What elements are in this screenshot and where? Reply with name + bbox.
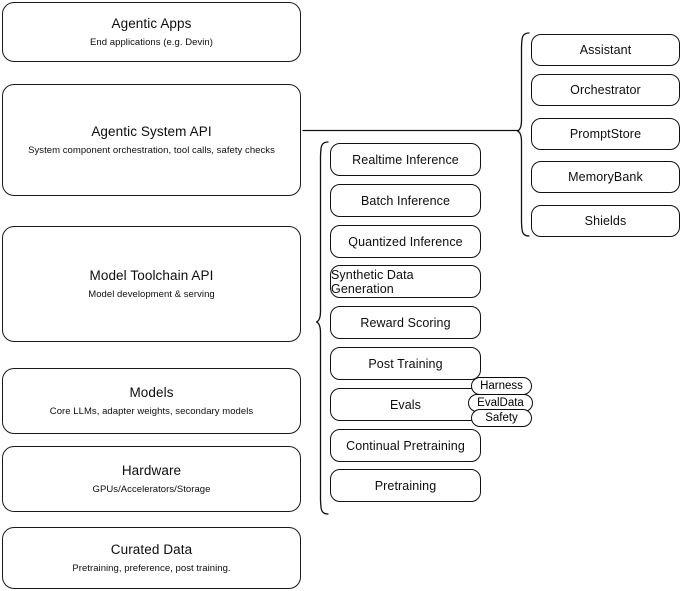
layer-title: Model Toolchain API [89, 267, 214, 283]
capability-label: Realtime Inference [352, 152, 459, 167]
pill-label: EvalData [477, 397, 524, 409]
layer-box-model-toolchain-api[interactable]: Model Toolchain API Model development & … [2, 226, 301, 342]
capability-chip-evals[interactable]: Evals [330, 388, 481, 421]
capability-chip-pretraining[interactable]: Pretraining [330, 469, 481, 502]
layer-box-agentic-system-api[interactable]: Agentic System API System component orch… [2, 84, 301, 196]
layer-description: Core LLMs, adapter weights, secondary mo… [49, 405, 254, 417]
layer-description: Pretraining, preference, post training. [72, 562, 231, 574]
evals-pill-harness[interactable]: Harness [471, 377, 532, 395]
capability-chip-quantized-inference[interactable]: Quantized Inference [330, 225, 481, 258]
layer-box-models[interactable]: Models Core LLMs, adapter weights, secon… [2, 368, 301, 434]
capability-chip-continual-pretraining[interactable]: Continual Pretraining [330, 429, 481, 462]
system-component-chip-shields[interactable]: Shields [531, 205, 680, 237]
layer-box-curated-data[interactable]: Curated Data Pretraining, preference, po… [2, 527, 301, 589]
capability-chip-synthetic-data-generation[interactable]: Synthetic Data Generation [330, 265, 481, 298]
system-component-chip-promptstore[interactable]: PromptStore [531, 118, 680, 150]
layer-title: Agentic Apps [111, 15, 192, 31]
capability-label: Synthetic Data Generation [331, 267, 414, 296]
system-component-chip-orchestrator[interactable]: Orchestrator [531, 74, 680, 106]
layer-description: System component orchestration, tool cal… [28, 144, 275, 156]
system-component-label: Orchestrator [570, 83, 641, 97]
layer-description: Model development & serving [88, 288, 215, 300]
pill-label: Safety [485, 412, 518, 424]
system-component-chip-memorybank[interactable]: MemoryBank [531, 161, 680, 193]
capability-chip-batch-inference[interactable]: Batch Inference [330, 184, 481, 217]
capability-label: Evals [389, 397, 422, 412]
system-component-label: Assistant [579, 43, 632, 57]
layer-title: Curated Data [110, 541, 193, 557]
capability-chip-reward-scoring[interactable]: Reward Scoring [330, 306, 481, 339]
system-component-label: MemoryBank [568, 170, 643, 184]
layer-box-agentic-apps[interactable]: Agentic Apps End applications (e.g. Devi… [2, 2, 301, 62]
layer-title: Models [129, 384, 174, 400]
capability-chip-realtime-inference[interactable]: Realtime Inference [330, 143, 481, 176]
layer-description: GPUs/Accelerators/Storage [92, 483, 211, 495]
layer-title: Agentic System API [91, 123, 212, 139]
pill-label: Harness [480, 380, 523, 392]
system-component-label: PromptStore [569, 127, 642, 141]
capability-label: Post Training [368, 356, 443, 371]
system-component-chip-assistant[interactable]: Assistant [531, 34, 680, 66]
capability-label: Reward Scoring [360, 315, 451, 330]
layer-description: End applications (e.g. Devin) [90, 36, 213, 48]
capability-label: Pretraining [374, 478, 437, 493]
capability-label: Batch Inference [360, 193, 451, 208]
capability-chip-post-training[interactable]: Post Training [330, 347, 481, 380]
system-component-label: Shields [584, 214, 627, 228]
evals-pill-safety[interactable]: Safety [471, 409, 532, 427]
layer-title: Hardware [121, 462, 182, 478]
capability-label: Continual Pretraining [346, 438, 465, 453]
layer-box-hardware[interactable]: Hardware GPUs/Accelerators/Storage [2, 446, 301, 512]
capability-label: Quantized Inference [348, 234, 463, 249]
